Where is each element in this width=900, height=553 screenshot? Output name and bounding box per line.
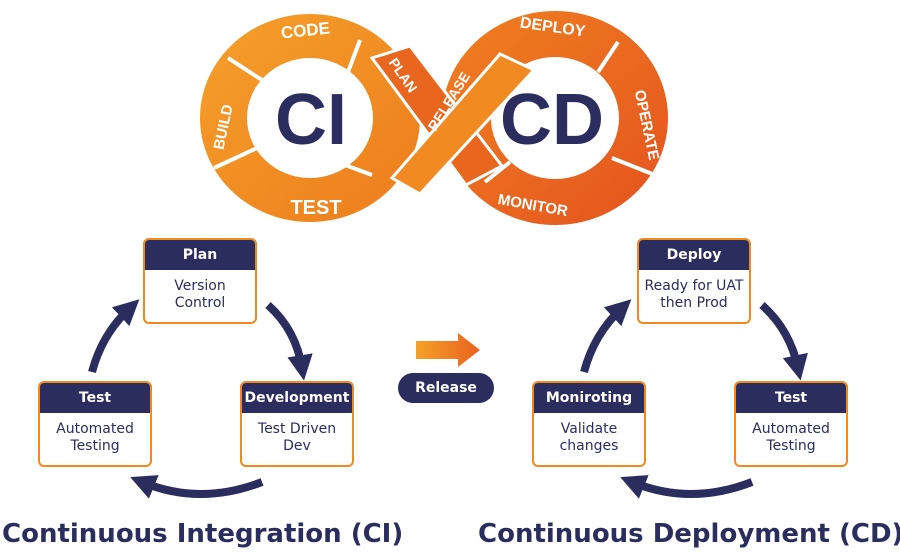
card-body-line: Automated bbox=[56, 421, 134, 437]
card-body-line: Testing bbox=[70, 438, 120, 454]
cd-card-monitoring: Moniroting Validate changes bbox=[532, 381, 646, 467]
release-label: Release bbox=[398, 373, 494, 403]
card-body: Test Driven Dev bbox=[242, 413, 352, 455]
card-body-line: Testing bbox=[766, 438, 816, 454]
ci-arrow-plan-to-dev bbox=[265, 302, 313, 381]
card-body: Version Control bbox=[145, 270, 255, 312]
card-body-line: Validate bbox=[560, 421, 618, 437]
cd-card-deploy: Deploy Ready for UAT then Prod bbox=[637, 238, 751, 324]
ci-arrow-test-to-plan bbox=[88, 299, 140, 374]
ci-card-development: Development Test Driven Dev bbox=[240, 381, 354, 467]
card-header: Deploy bbox=[639, 240, 749, 270]
card-body: Ready for UAT then Prod bbox=[639, 270, 749, 312]
card-body: Validate changes bbox=[534, 413, 644, 455]
cd-arrow-monitoring-to-deploy bbox=[580, 299, 632, 374]
card-body: Automated Testing bbox=[736, 413, 846, 455]
cd-letters: CD bbox=[500, 80, 604, 160]
cd-section-title: Continuous Deployment (CD) bbox=[478, 519, 900, 549]
infinity-cross bbox=[369, 44, 537, 196]
ci-loop bbox=[200, 14, 420, 222]
ci-letters: CI bbox=[275, 80, 347, 160]
card-header: Development bbox=[242, 383, 352, 413]
card-header: Moniroting bbox=[534, 383, 644, 413]
card-body-line: Control bbox=[174, 295, 226, 311]
card-body-line: changes bbox=[559, 438, 619, 454]
card-body-line: then Prod bbox=[660, 295, 728, 311]
stage-test: TEST bbox=[290, 197, 341, 219]
card-header: Plan bbox=[145, 240, 255, 270]
cd-arrow-test-to-monitoring bbox=[620, 475, 754, 499]
release-arrow-icon bbox=[416, 333, 480, 367]
card-header: Test bbox=[40, 383, 150, 413]
card-body: Automated Testing bbox=[40, 413, 150, 455]
ci-section-title: Continuous Integration (CI) bbox=[2, 519, 404, 549]
cd-card-test: Test Automated Testing bbox=[734, 381, 848, 467]
cd-arrow-deploy-to-test bbox=[759, 302, 808, 381]
ci-arrow-dev-to-test bbox=[130, 475, 264, 499]
card-body-line: Automated bbox=[752, 421, 830, 437]
ci-card-test: Test Automated Testing bbox=[38, 381, 152, 467]
card-header: Test bbox=[736, 383, 846, 413]
card-body-line: Ready for UAT bbox=[644, 278, 744, 294]
card-body-line: Version bbox=[174, 278, 226, 294]
card-body-line: Dev bbox=[283, 438, 311, 454]
card-body-line: Test Driven bbox=[257, 421, 337, 437]
ci-card-plan: Plan Version Control bbox=[143, 238, 257, 324]
